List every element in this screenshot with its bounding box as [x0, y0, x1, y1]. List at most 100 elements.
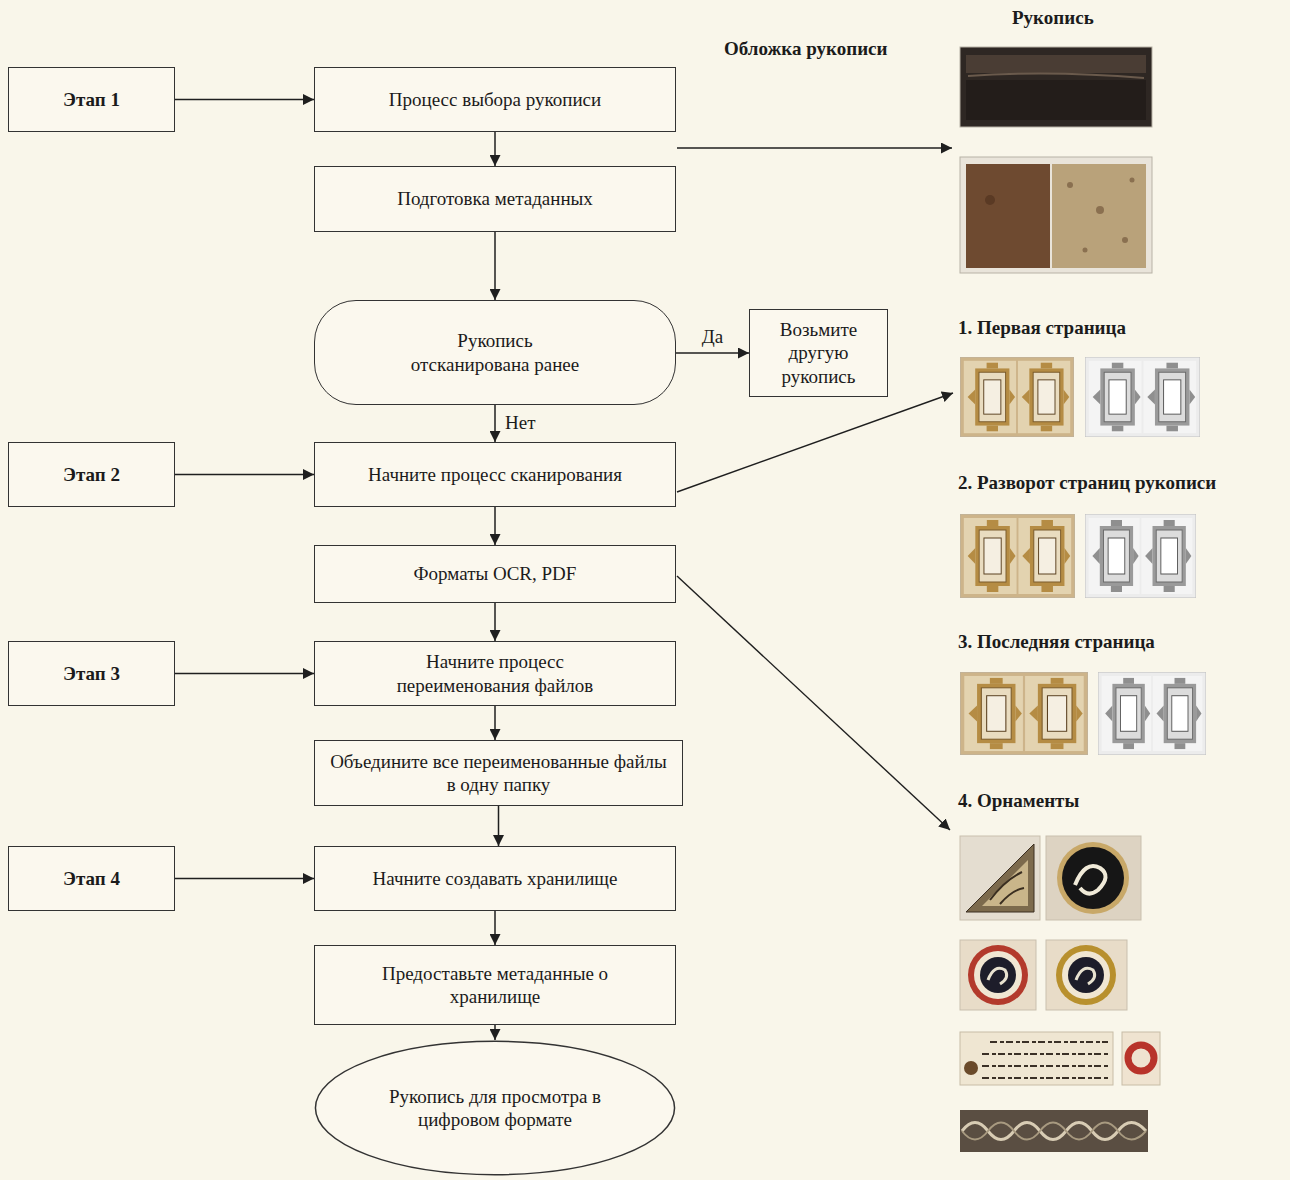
node-text: Предоставьте метаданные о хранилище	[370, 962, 620, 1008]
figure-label: 2. Разворот страниц рукописи	[958, 472, 1216, 495]
leader-arrow	[677, 147, 952, 149]
figure-label: 3. Последняя страница	[958, 631, 1155, 654]
process-box: Объедините все переименованные файлы в о…	[314, 740, 683, 806]
photo-ground	[960, 836, 1040, 920]
terminal-ellipse: Рукопись для просмотра в цифровом формат…	[314, 1040, 676, 1176]
book-cover	[966, 80, 1146, 120]
stage-box: Этап 3	[8, 641, 175, 706]
flow-arrow	[494, 232, 496, 300]
stage-label: Этап 3	[63, 662, 120, 685]
ornament-medallion	[960, 940, 1036, 1010]
ornament	[966, 844, 1034, 912]
photo-ground	[960, 157, 1152, 273]
book-cover	[966, 55, 1146, 73]
ornament	[980, 957, 1016, 993]
flow-arrow	[494, 405, 496, 442]
speckle	[1083, 248, 1088, 253]
ellipse-outline	[315, 1041, 674, 1174]
flow-arrow	[494, 706, 496, 740]
node-text: Начните процесс сканирования	[368, 463, 622, 486]
figure-label: 1. Первая страница	[958, 317, 1126, 340]
leader-arrow	[677, 576, 950, 830]
last-page-grey	[1098, 672, 1206, 755]
flyleaf	[1052, 164, 1146, 268]
edge-label: Нет	[503, 412, 537, 435]
process-box: Подготовка метаданных	[314, 166, 676, 232]
ornament	[962, 1123, 1146, 1140]
ornament	[982, 860, 1028, 906]
process-box: Процесс выбора рукописи	[314, 67, 676, 132]
first-page-grey	[1085, 357, 1200, 437]
last-page-photo	[960, 672, 1088, 755]
ornament	[1062, 951, 1110, 999]
photo-ground	[960, 940, 1036, 1010]
ornament-band	[960, 1110, 1148, 1152]
ellipse-outline	[314, 1040, 676, 1176]
ornament-triangle	[960, 836, 1040, 920]
first-page-photo	[960, 357, 1074, 437]
ornament	[990, 872, 1024, 904]
ornament-medallion	[1046, 836, 1141, 920]
flow-arrow	[175, 474, 314, 476]
flow-arrow	[494, 1025, 496, 1040]
flow-arrow	[494, 507, 496, 545]
ornament	[1056, 945, 1116, 1005]
stage-box: Этап 2	[8, 442, 175, 507]
process-box: Возьмите другую рукопись	[749, 309, 888, 397]
stage-label: Этап 2	[63, 463, 120, 486]
photo-ground	[1046, 940, 1127, 1010]
node-text: Объедините все переименованные файлы в о…	[326, 750, 671, 796]
cover-photo	[960, 47, 1152, 127]
connector-group	[175, 100, 749, 1041]
speckle	[1122, 237, 1128, 243]
ornament-ring	[1122, 1032, 1160, 1085]
node-text: Возьмите другую рукопись	[763, 318, 875, 388]
ornament	[1128, 1045, 1154, 1071]
flow-arrow	[175, 878, 314, 880]
ornament	[964, 1061, 978, 1075]
node-text: Рукопись отсканирована ранее	[410, 329, 580, 375]
ornament	[968, 945, 1028, 1005]
speckle	[1096, 206, 1104, 214]
ornament-text-strip	[960, 1032, 1113, 1085]
decision-box: Рукопись отсканирована ранее	[314, 300, 676, 405]
open-book-photo	[960, 157, 1152, 273]
node-text: Подготовка метаданных	[397, 187, 593, 210]
inner-cover	[966, 164, 1050, 268]
book-edge	[968, 73, 1144, 78]
flow-arrow	[175, 673, 314, 675]
spread-photo	[960, 514, 1075, 598]
flow-arrow	[175, 99, 314, 101]
ornament	[974, 951, 1022, 999]
ornament-medallion	[1046, 940, 1127, 1010]
speckle	[1067, 182, 1073, 188]
figure-label: Рукопись	[1012, 7, 1094, 30]
stage-box: Этап 4	[8, 846, 175, 911]
book-cover	[960, 47, 1152, 127]
process-box: Начните процесс сканирования	[314, 442, 676, 507]
flow-arrow	[494, 132, 496, 166]
flow-arrow	[494, 603, 496, 641]
process-box: Форматы OCR, PDF	[314, 545, 676, 603]
process-box: Предоставьте метаданные о хранилище	[314, 945, 676, 1025]
stage-label: Этап 4	[63, 867, 120, 890]
script-lines	[982, 1042, 1108, 1078]
stage-box: Этап 1	[8, 67, 175, 132]
photo-ground	[960, 1032, 1113, 1085]
node-text: Рукопись для просмотра в цифровом формат…	[380, 1085, 610, 1131]
flow-arrow	[498, 806, 500, 846]
leader-arrow	[677, 393, 953, 492]
speckle	[985, 195, 995, 205]
ornament	[1057, 842, 1129, 914]
stage-label: Этап 1	[63, 88, 120, 111]
ornament	[1062, 847, 1124, 909]
ornament	[1076, 968, 1095, 984]
speckle	[1130, 178, 1135, 183]
node-text: Процесс выбора рукописи	[389, 88, 601, 111]
ornament	[988, 968, 1007, 984]
ornament	[1075, 866, 1106, 893]
node-text: Форматы OCR, PDF	[414, 562, 577, 585]
